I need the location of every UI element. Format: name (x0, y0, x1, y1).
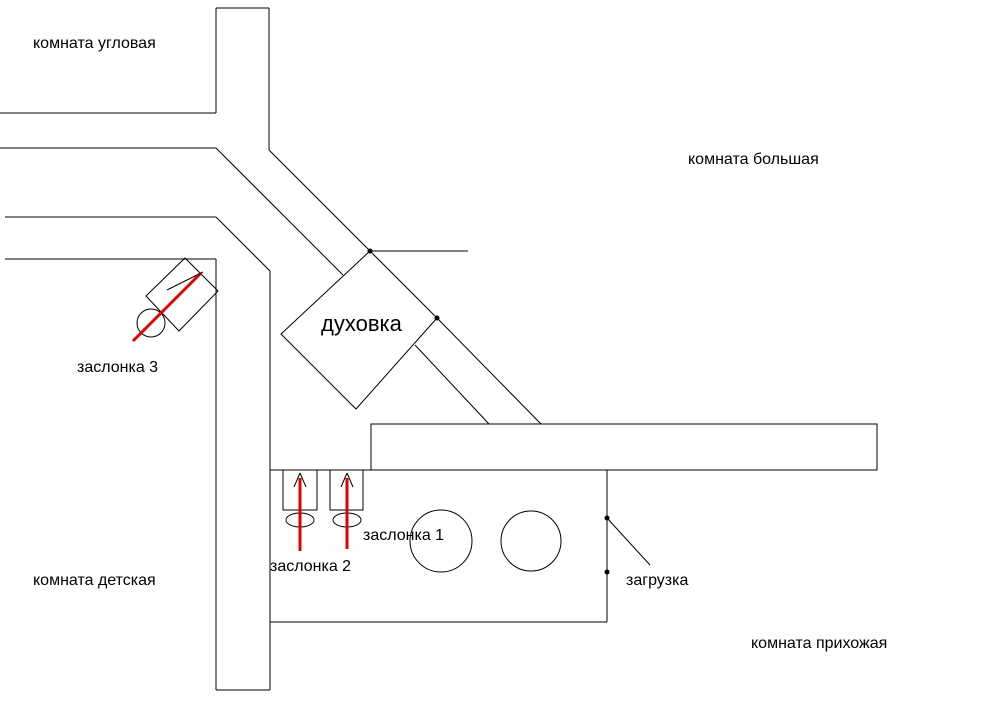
oven-junction-dot (367, 248, 373, 254)
room-hall-label: комната прихожая (751, 635, 887, 652)
stove-body (270, 469, 608, 623)
loading-dot-bottom (604, 569, 610, 575)
wall-left-vertical (5, 258, 271, 691)
loading-label: загрузка (626, 572, 688, 589)
wall-top (0, 7, 270, 150)
damper-1-label: заслонка 1 (363, 527, 444, 544)
oven-label: духовка (321, 311, 403, 336)
room-big-label: комната большая (688, 151, 819, 168)
damper-3 (131, 257, 219, 343)
flue-channel-upper (0, 147, 371, 276)
damper-2-label: заслонка 2 (270, 558, 351, 575)
damper-2 (282, 469, 318, 551)
burner-right (500, 510, 562, 572)
flue-channel-diagonal (414, 317, 542, 425)
room-corner-label: комната угловая (33, 35, 156, 52)
room-kids-label: комната детская (33, 572, 156, 589)
flue-channel-lower (5, 216, 271, 272)
stove-top-slab (370, 423, 878, 471)
oven-box (280, 250, 438, 410)
burner-left (409, 509, 473, 573)
damper-3-label: заслонка 3 (77, 359, 158, 376)
loading-pointer (606, 517, 651, 566)
damper-1 (329, 469, 364, 549)
